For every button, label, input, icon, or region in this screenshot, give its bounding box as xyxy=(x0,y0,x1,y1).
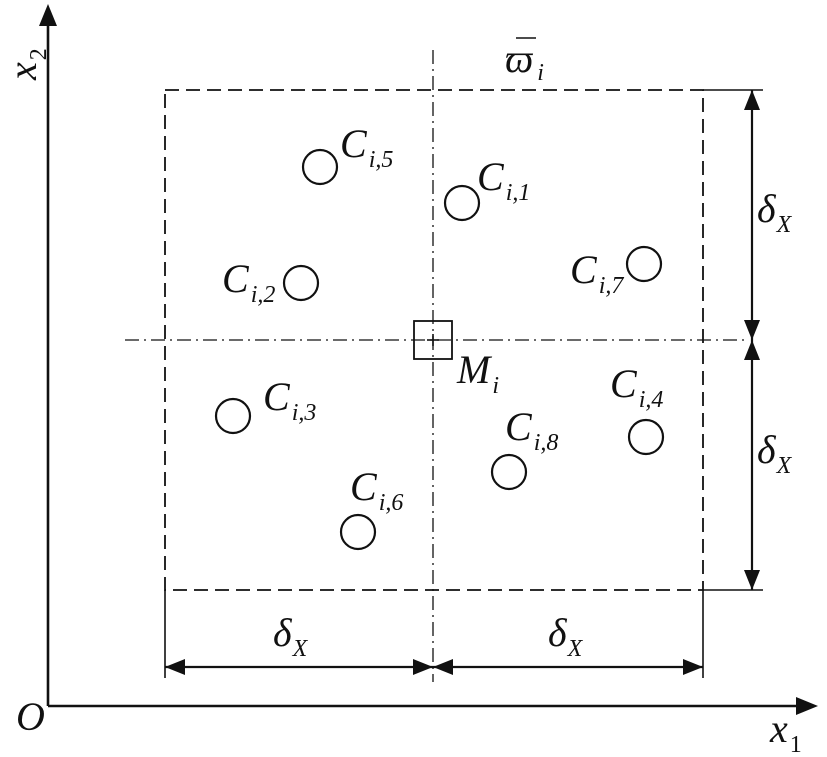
region-label-base: ϖ xyxy=(505,36,534,81)
point-c-i6-label-sub: i,6 xyxy=(379,490,404,516)
upper-dimension-arrow-bottom xyxy=(744,320,760,340)
point-c-i1-label-sub: i,1 xyxy=(506,180,531,206)
point-c-i2-label-base: C xyxy=(222,256,250,301)
point-c-i8-label: Ci,8 xyxy=(505,404,558,456)
center-point-label-base: M xyxy=(456,347,493,392)
x2-axis-label: x2 xyxy=(0,48,52,81)
right-dimension-label-sub: X xyxy=(567,636,584,662)
right-dimension-arrow-right xyxy=(683,659,703,675)
point-c-i2 xyxy=(282,264,320,302)
x1-axis-label: x1 xyxy=(769,706,802,757)
upper-dimension-label: δX xyxy=(757,186,793,238)
point-c-i3 xyxy=(214,397,252,435)
center-point-label-sub: i xyxy=(492,373,499,399)
upper-dimension-label-sub: X xyxy=(776,212,793,238)
center-point-box xyxy=(413,320,453,360)
left-dimension-label: δX xyxy=(273,610,309,662)
point-c-i6-label-base: C xyxy=(350,464,378,509)
left-dimension-label-sub: X xyxy=(292,636,309,662)
lower-dimension-arrow-bottom xyxy=(744,570,760,590)
vertical-dimensions: δX δX xyxy=(703,89,793,591)
left-dimension-label-base: δ xyxy=(273,610,293,655)
point-c-i3-label-base: C xyxy=(263,374,291,419)
point-c-i2-label: Ci,2 xyxy=(222,256,275,308)
point-c-i4-label: Ci,4 xyxy=(610,361,663,413)
point-c-i5-label-base: C xyxy=(340,121,368,166)
point-c-i4-label-sub: i,4 xyxy=(639,387,664,413)
point-c-i7-label-base: C xyxy=(570,247,598,292)
x2-axis-label-base: x xyxy=(0,62,45,81)
region-label-sub: i xyxy=(537,60,544,86)
point-c-i3-label-sub: i,3 xyxy=(292,400,317,426)
sample-points: Ci,5 Ci,1 Ci,2 Ci,7 Ci,3 Ci,4 Ci,8 Ci,6 xyxy=(214,121,665,551)
x1-axis-label-base: x xyxy=(769,706,788,751)
point-c-i8 xyxy=(490,453,528,491)
point-c-i5 xyxy=(301,148,339,186)
upper-dimension-label-base: δ xyxy=(757,186,777,231)
point-c-i1-label: Ci,1 xyxy=(477,154,530,206)
x1-axis-label-sub: 1 xyxy=(790,732,802,757)
point-c-i4 xyxy=(627,418,665,456)
origin-label: O xyxy=(16,694,45,739)
point-c-i6 xyxy=(339,513,377,551)
center-point-label: Mi xyxy=(456,347,499,399)
point-c-i4-label-base: C xyxy=(610,361,638,406)
lower-dimension-label-sub: X xyxy=(776,453,793,479)
point-c-i1-label-base: C xyxy=(477,154,505,199)
center-point: Mi xyxy=(413,320,499,399)
x2-axis-arrowhead xyxy=(39,4,57,26)
point-c-i7 xyxy=(625,245,663,283)
lower-dimension-label: δX xyxy=(757,427,793,479)
point-c-i7-label: Ci,7 xyxy=(570,247,624,299)
upper-dimension-arrow-top xyxy=(744,90,760,110)
point-c-i3-label: Ci,3 xyxy=(263,374,316,426)
point-c-i2-label-sub: i,2 xyxy=(251,282,276,308)
point-c-i1 xyxy=(443,184,481,222)
point-c-i6-label: Ci,6 xyxy=(350,464,403,516)
right-dimension-arrow-left xyxy=(433,659,453,675)
x2-axis-label-sub: 2 xyxy=(26,48,52,60)
coordinate-axes xyxy=(39,4,818,715)
lower-dimension-label-base: δ xyxy=(757,427,777,472)
horizontal-dimensions: δX δX xyxy=(164,590,704,678)
lower-dimension-arrow-top xyxy=(744,340,760,360)
point-c-i8-label-sub: i,8 xyxy=(534,430,559,456)
x1-axis-arrowhead xyxy=(796,697,818,715)
right-dimension-label-base: δ xyxy=(548,610,568,655)
right-dimension-label: δX xyxy=(548,610,584,662)
point-c-i5-label-sub: i,5 xyxy=(369,147,394,173)
left-dimension-arrow-right xyxy=(413,659,433,675)
point-c-i7-label-sub: i,7 xyxy=(599,273,625,299)
left-dimension-arrow-left xyxy=(165,659,185,675)
point-c-i8-label-base: C xyxy=(505,404,533,449)
point-c-i5-label: Ci,5 xyxy=(340,121,393,173)
